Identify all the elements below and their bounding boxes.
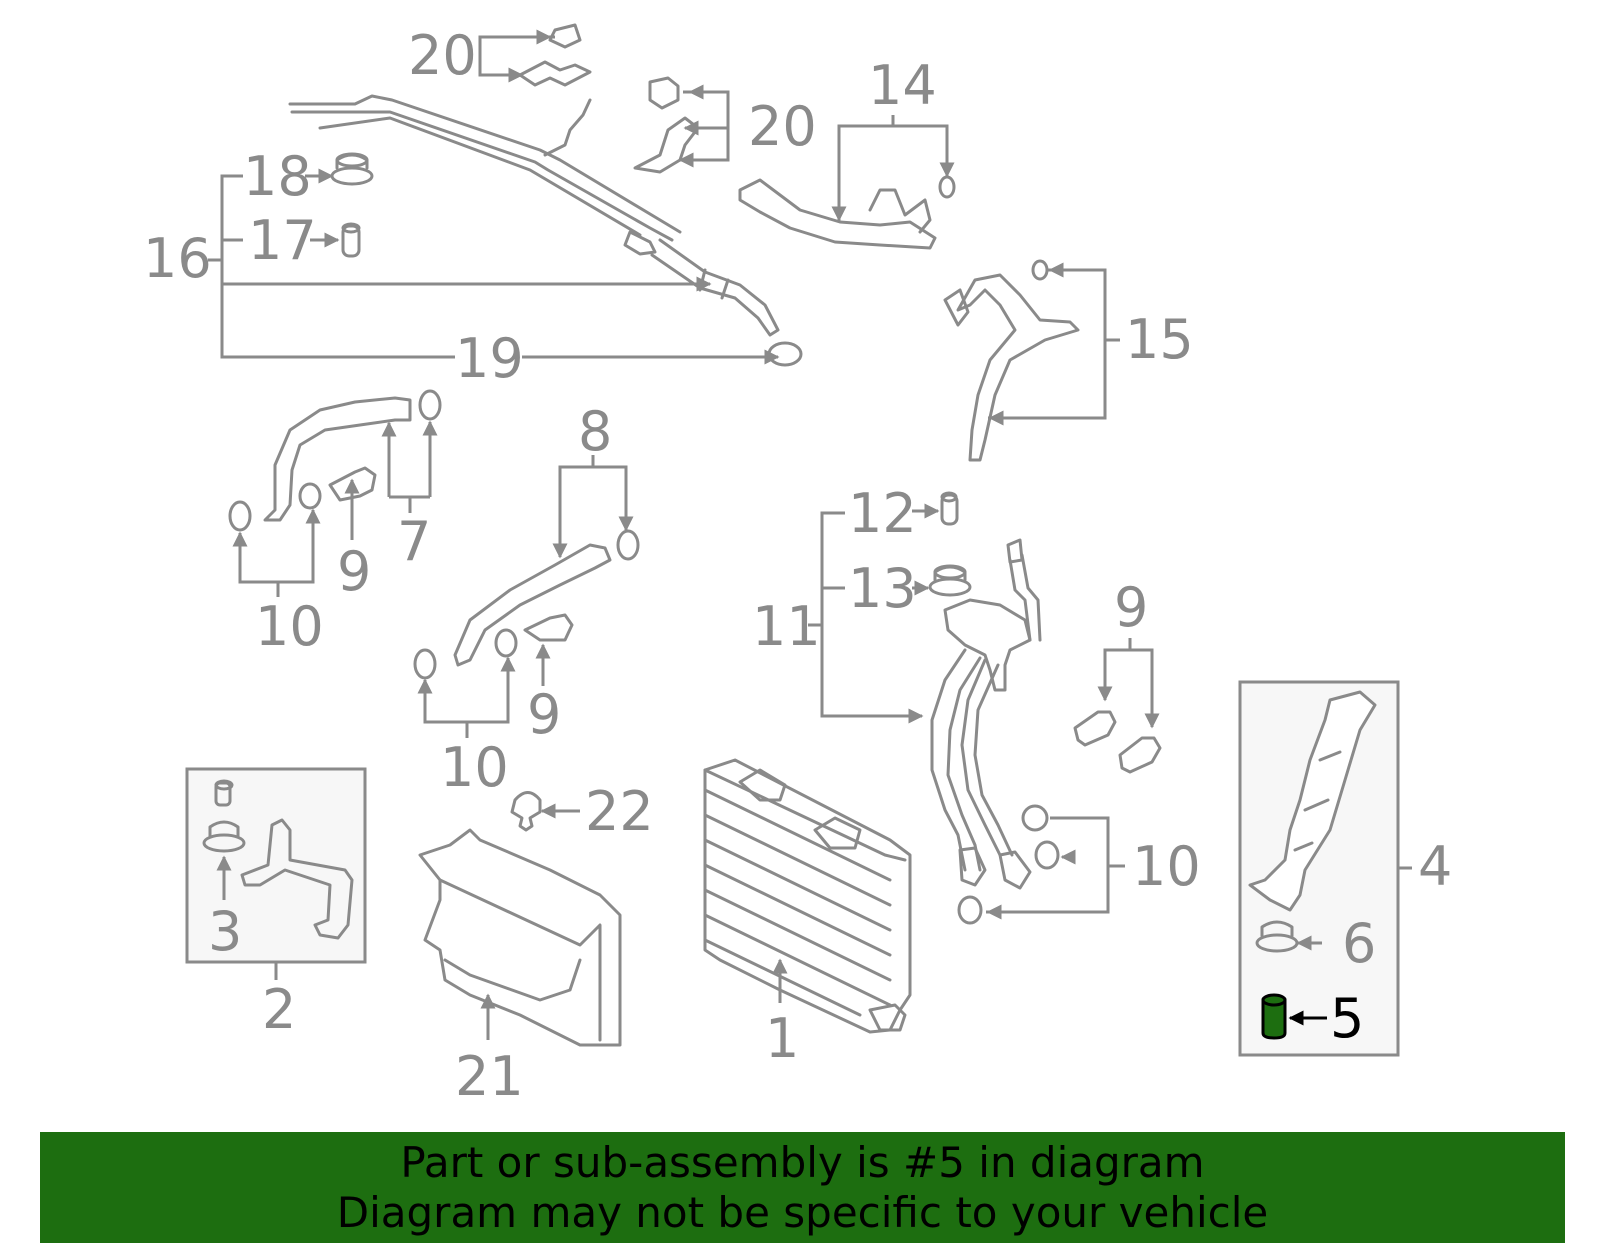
part-13-cap bbox=[928, 564, 972, 597]
callout-10-left: 10 bbox=[255, 595, 324, 658]
callout-2: 2 bbox=[262, 978, 296, 1041]
banner-line-1: Part or sub-assembly is #5 in diagram bbox=[400, 1138, 1205, 1187]
part-20-clips-mid bbox=[633, 76, 730, 174]
callout-9-right: 9 bbox=[1114, 576, 1148, 639]
info-banner: Part or sub-assembly is #5 in diagram Di… bbox=[40, 1132, 1565, 1243]
part-2-bracket-box bbox=[185, 767, 367, 980]
banner-line-2: Diagram may not be specific to your vehi… bbox=[336, 1188, 1269, 1237]
leader-8-9-10-mid bbox=[417, 455, 634, 738]
leader-7-9-10-left bbox=[232, 420, 438, 597]
callout-17: 17 bbox=[248, 209, 317, 272]
part-15-hose bbox=[943, 259, 1120, 462]
callout-12: 12 bbox=[848, 482, 917, 545]
part-7-hose bbox=[228, 389, 442, 532]
callout-11: 11 bbox=[752, 595, 821, 658]
part-11-cooler-lines bbox=[930, 538, 1042, 890]
callout-6: 6 bbox=[1342, 912, 1376, 975]
callout-9-mid: 9 bbox=[527, 683, 561, 746]
part-20-clips-top bbox=[478, 23, 592, 87]
callout-3: 3 bbox=[208, 900, 242, 963]
callout-20-top: 20 bbox=[408, 24, 477, 87]
callout-8: 8 bbox=[578, 400, 612, 463]
callout-21: 21 bbox=[455, 1045, 524, 1108]
part-12-plug bbox=[940, 491, 959, 526]
part-21-shield bbox=[418, 828, 622, 1047]
part-14-hose bbox=[738, 115, 956, 250]
part-18-cap bbox=[330, 152, 374, 186]
callout-20-mid: 20 bbox=[748, 95, 817, 158]
callout-13: 13 bbox=[848, 557, 917, 620]
callout-16: 16 bbox=[143, 227, 212, 290]
part-9-bolts-right bbox=[1073, 638, 1162, 774]
callout-5: 5 bbox=[1330, 987, 1364, 1050]
callout-10-mid: 10 bbox=[440, 736, 509, 799]
part-22-clip bbox=[510, 791, 580, 832]
part-5-highlighted bbox=[1261, 993, 1327, 1040]
part-17-plug bbox=[341, 222, 361, 258]
callout-14: 14 bbox=[868, 54, 937, 117]
callout-1: 1 bbox=[765, 1007, 799, 1070]
callout-9-left: 9 bbox=[337, 540, 371, 603]
callout-7: 7 bbox=[397, 510, 431, 573]
part-10-orings-right bbox=[957, 804, 1125, 925]
callout-18: 18 bbox=[243, 145, 312, 208]
callout-19: 19 bbox=[455, 327, 524, 390]
part-4-bracket-box bbox=[1238, 680, 1412, 1057]
leader-11 bbox=[808, 503, 940, 724]
leader-16 bbox=[208, 168, 780, 365]
callout-15: 15 bbox=[1125, 308, 1194, 371]
part-8-hose bbox=[413, 529, 640, 680]
part-1-oil-cooler bbox=[703, 758, 912, 1034]
part-19-oring bbox=[767, 341, 803, 367]
part-16-pipe-assembly bbox=[288, 94, 780, 337]
callout-10-right: 10 bbox=[1132, 835, 1201, 898]
callout-22: 22 bbox=[585, 780, 654, 843]
callout-4: 4 bbox=[1418, 835, 1452, 898]
